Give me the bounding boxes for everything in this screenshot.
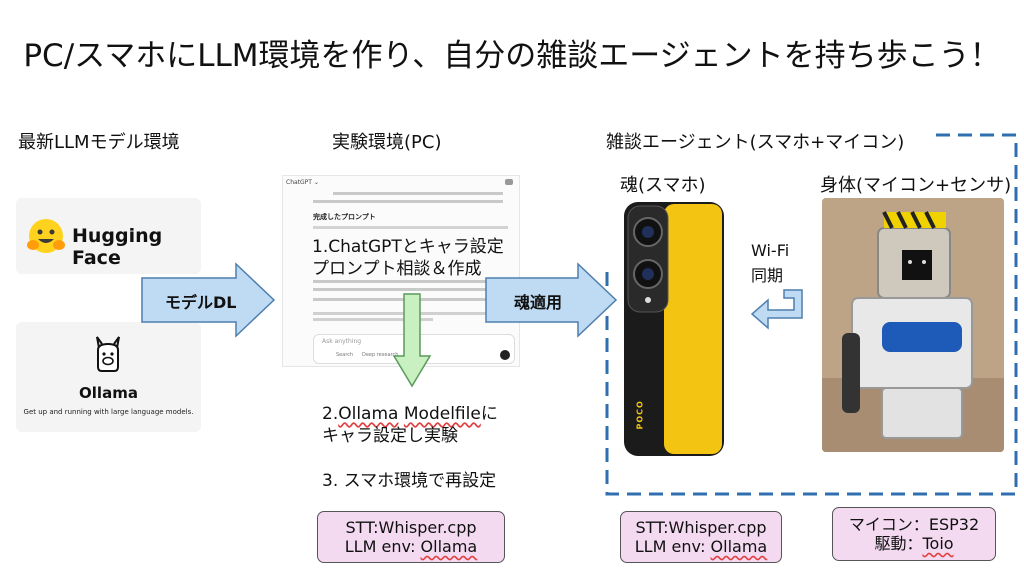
hugging-face-icon xyxy=(27,219,65,253)
step1-line1: 1.ChatGPTとキャラ設定 xyxy=(312,237,504,257)
mcu-line1: マイコン：ESP32 xyxy=(848,515,980,534)
step2-line1: 2.Ollama Modelfileに xyxy=(322,404,498,424)
ollama-llama-icon xyxy=(96,336,120,372)
down-arrow xyxy=(392,293,432,388)
pc-stt: STT:Whisper.cpp xyxy=(345,518,477,537)
page-title: PC/スマホにLLM環境を作り、自分の雑談エージェントを持ち歩こう！ xyxy=(23,38,1001,74)
text-line xyxy=(313,280,508,283)
model-dl-label: モデルDL xyxy=(165,293,237,312)
step1-line2: プロンプト相談＆作成 xyxy=(312,259,482,279)
wifi-label: Wi-Fi xyxy=(751,241,790,260)
chat-input-placeholder: Ask anything xyxy=(322,338,362,345)
phone-env-box: STT:Whisper.cpp LLM env: Ollama xyxy=(620,511,782,563)
text-line xyxy=(313,288,503,291)
hugging-face-card: Hugging Face xyxy=(16,198,201,274)
mcu-box: マイコン：ESP32 駆動：Toio xyxy=(832,507,996,561)
text-line xyxy=(313,226,508,229)
soul-label: 魂(スマホ) xyxy=(620,175,706,196)
step2-line2: キャラ設定し実験 xyxy=(322,426,458,446)
section-experiment-env: 実験環境(PC) xyxy=(332,132,442,153)
sync-label: 同期 xyxy=(751,266,784,285)
sync-arrow xyxy=(750,289,803,330)
phone-llm: LLM env: Ollama xyxy=(634,537,768,556)
text-line xyxy=(333,192,503,195)
search-button[interactable]: Search xyxy=(336,352,354,358)
pc-llm: LLM env: Ollama xyxy=(344,537,478,556)
text-line xyxy=(313,318,433,321)
section-llm-env: 最新LLMモデル環境 xyxy=(18,132,180,153)
pc-env-box: STT:Whisper.cpp LLM env: Ollama xyxy=(317,511,505,563)
robot-illustration xyxy=(822,198,1004,452)
share-icon xyxy=(505,179,513,185)
mcu-line2: 駆動：Toio xyxy=(874,534,954,553)
send-icon[interactable] xyxy=(500,350,510,360)
robot-image xyxy=(822,198,1004,452)
ollama-tagline: Get up and running with large language m… xyxy=(23,408,194,416)
apply-soul-label: 魂適用 xyxy=(514,293,563,312)
phone-brand: POCO xyxy=(635,400,645,430)
chatgpt-screenshot: ChatGPT ⌄ 完成したプロンプト Ask anything Search … xyxy=(282,175,520,367)
chatgpt-app-name: ChatGPT ⌄ xyxy=(286,179,319,186)
hugging-face-name: Hugging Face xyxy=(72,225,163,269)
agent-dashed-frame xyxy=(605,133,1018,496)
body-label: 身体(マイコン+センサ) xyxy=(820,175,1012,196)
phone-stt: STT:Whisper.cpp xyxy=(635,518,767,537)
smartphone-image xyxy=(624,202,724,456)
screenshot-heading: 完成したプロンプト xyxy=(313,213,376,221)
section-agent: 雑談エージェント(スマホ+マイコン) xyxy=(606,132,905,153)
apply-soul-arrow xyxy=(485,262,618,338)
ollama-name: Ollama xyxy=(79,384,138,402)
model-dl-arrow xyxy=(141,262,276,338)
step3: 3. スマホ環境で再設定 xyxy=(322,471,497,491)
ollama-card: Ollama Get up and running with large lan… xyxy=(16,322,201,432)
deep-research-button[interactable]: Deep research xyxy=(362,352,399,358)
text-line xyxy=(313,200,503,203)
